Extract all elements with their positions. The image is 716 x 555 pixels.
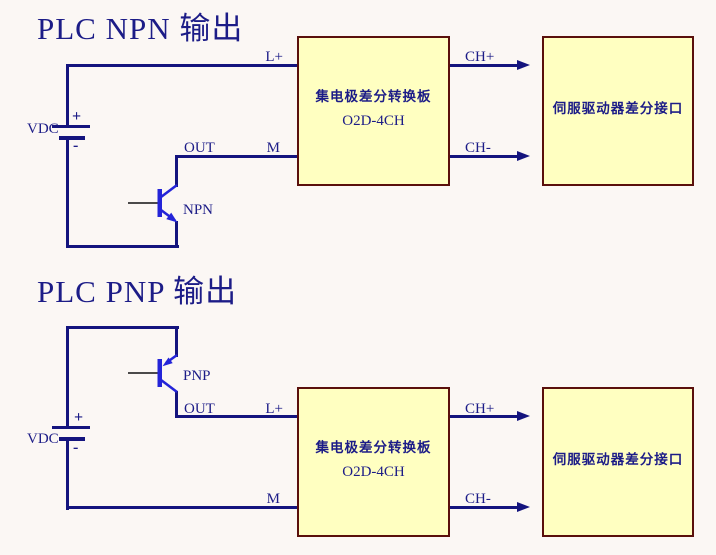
npn-converter-box-title: 集电极差分转换板 <box>315 89 432 104</box>
npn-battery-plate-negative <box>59 136 85 140</box>
npn-out-wire <box>175 155 299 158</box>
pnp-battery-label: VDC <box>27 431 59 447</box>
pnp-chminus-label: CH- <box>465 491 491 507</box>
pnp-left-wire-lower <box>66 441 69 510</box>
pnp-chminus-arrow-icon <box>517 502 530 512</box>
pnp-battery-plus-sign: + <box>74 409 84 426</box>
npn-emitter-wire <box>175 221 178 248</box>
pnp-collector-wire <box>175 391 178 418</box>
pnp-transistor-icon <box>128 353 178 394</box>
pnp-m-label: M <box>266 491 280 507</box>
pnp-chminus-wire <box>450 506 520 509</box>
npn-left-wire-upper <box>66 64 69 127</box>
pnp-converter-box-model: O2D-4CH <box>342 463 405 480</box>
npn-chminus-label: CH- <box>465 140 491 156</box>
pnp-out-wire <box>175 415 299 418</box>
pnp-chplus-label: CH+ <box>465 401 495 417</box>
npn-chplus-label: CH+ <box>465 49 495 65</box>
npn-transistor-label: NPN <box>183 202 214 218</box>
npn-chminus-wire <box>450 155 520 158</box>
npn-chplus-wire <box>450 64 520 67</box>
npn-battery-plus-sign: + <box>72 108 82 125</box>
pnp-m-wire <box>66 506 299 509</box>
npn-m-label: M <box>266 140 280 156</box>
npn-out-label: OUT <box>184 140 215 156</box>
npn-battery-label: VDC <box>27 121 59 137</box>
npn-lplus-wire <box>66 64 299 67</box>
npn-converter-box: 集电极差分转换板 O2D-4CH <box>297 36 450 186</box>
npn-chminus-arrow-icon <box>517 151 530 161</box>
pnp-servo-box: 伺服驱动器差分接口 <box>542 387 694 537</box>
pnp-left-wire-upper <box>66 326 69 428</box>
pnp-out-label: OUT <box>184 401 215 417</box>
npn-lplus-label: L+ <box>265 49 283 65</box>
npn-battery-plate-positive <box>52 125 90 128</box>
pnp-converter-box-title: 集电极差分转换板 <box>315 440 432 455</box>
pnp-transistor-label: PNP <box>183 368 211 384</box>
pnp-lplus-label: L+ <box>265 401 283 417</box>
npn-bottom-wire <box>66 245 179 248</box>
pnp-emitter-wire <box>175 326 178 357</box>
npn-servo-box: 伺服驱动器差分接口 <box>542 36 694 186</box>
npn-section-title: PLC NPN 输出 <box>37 11 244 46</box>
pnp-battery-plate-negative <box>59 437 85 441</box>
pnp-servo-box-label: 伺服驱动器差分接口 <box>552 452 684 467</box>
pnp-battery-plate-positive <box>52 426 90 429</box>
npn-collector-wire <box>175 155 178 187</box>
pnp-battery-minus-sign: - <box>73 439 79 456</box>
pnp-top-wire <box>66 326 179 329</box>
pnp-section-title: PLC PNP 输出 <box>37 274 238 309</box>
npn-battery-minus-sign: - <box>73 137 79 154</box>
npn-left-wire-lower <box>66 140 69 248</box>
pnp-chplus-wire <box>450 415 520 418</box>
npn-chplus-arrow-icon <box>517 60 530 70</box>
npn-servo-box-label: 伺服驱动器差分接口 <box>552 101 684 116</box>
pnp-chplus-arrow-icon <box>517 411 530 421</box>
npn-transistor-icon <box>128 183 178 223</box>
npn-converter-box-model: O2D-4CH <box>342 112 405 129</box>
pnp-converter-box: 集电极差分转换板 O2D-4CH <box>297 387 450 537</box>
